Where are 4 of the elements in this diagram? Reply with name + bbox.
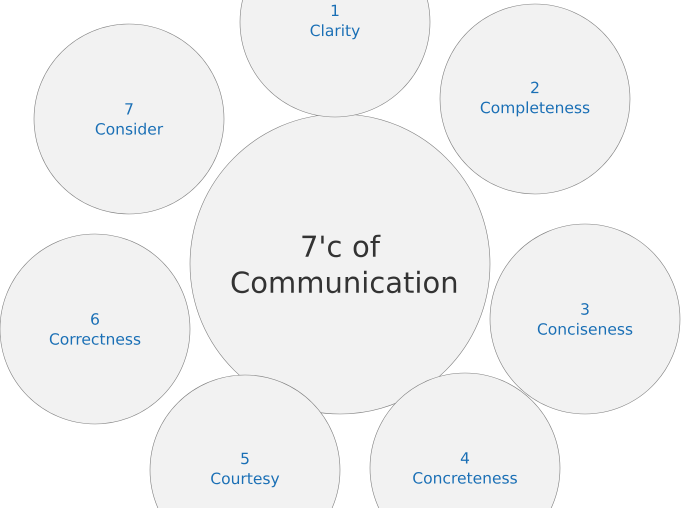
node-label: Courtesy <box>211 472 280 488</box>
node-label: Concreteness <box>413 472 517 484</box>
node-label: 5 <box>241 452 249 464</box>
node-label: 4 <box>460 452 470 464</box>
